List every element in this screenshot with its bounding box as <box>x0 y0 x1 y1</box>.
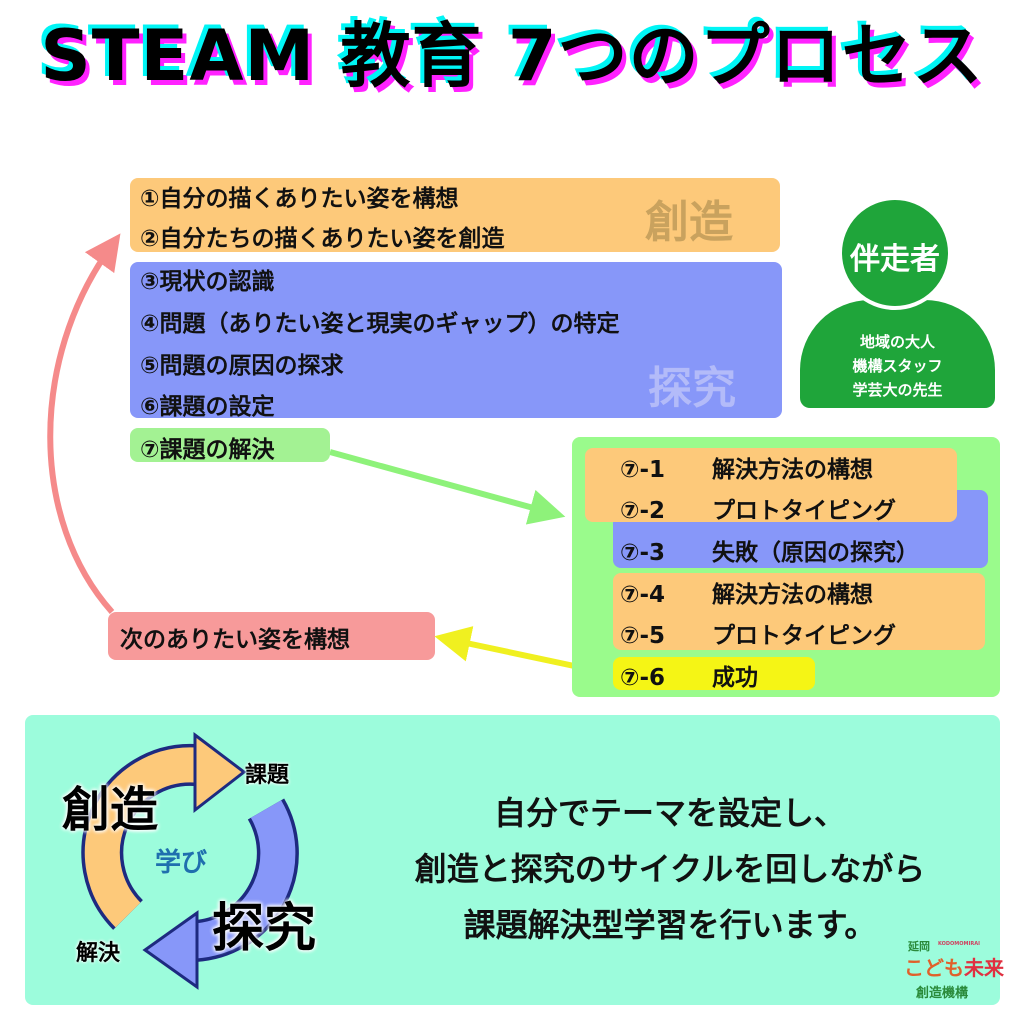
explore-line: ③現状の認識 <box>140 269 275 295</box>
cycle-task: 課題 <box>245 763 290 788</box>
explore-watermark: 探究 <box>648 363 736 414</box>
solve-label-box <box>130 428 330 462</box>
summary-line: 自分でテーマを設定し、 <box>493 794 846 832</box>
create-watermark: 創造 <box>645 197 733 248</box>
arrow-solve-to-steps <box>329 449 566 525</box>
cycle-solve: 解決 <box>76 941 121 966</box>
logo-bottom: 創造機構 <box>916 986 969 1001</box>
summary-line: 課題解決型学習を行います。 <box>463 906 877 944</box>
cycle-learn: 学び <box>155 848 208 878</box>
logo-main2: 未来 <box>964 956 1004 980</box>
person-body-icon <box>800 300 995 408</box>
member: 機構スタッフ <box>852 357 943 375</box>
cycle-explore: 探究 <box>212 899 317 959</box>
person-head-icon <box>838 196 952 310</box>
logo-main: こども未来 <box>904 952 1004 981</box>
logo-sub: KODOMOMIRAI <box>938 941 980 947</box>
cycle-create: 創造 <box>62 782 159 838</box>
kodomo-mirai-logo: 延岡 KODOMOMIRAI こども未来 創造機構 <box>900 938 1004 1004</box>
step-block-plan2 <box>613 573 985 650</box>
member: 学芸大の先生 <box>852 381 943 399</box>
summary-line: 創造と探究のサイクルを回しながら <box>414 850 926 888</box>
explore-arrowhead-icon <box>142 910 199 990</box>
member: 地域の大人 <box>859 333 935 351</box>
summary-text: 自分でテーマを設定し、 創造と探究のサイクルを回しながら 課題解決型学習を行いま… <box>340 785 1000 953</box>
explore-line: ⑤問題の原因の探求 <box>140 353 344 379</box>
logo-main1: こども <box>904 956 964 980</box>
create-block <box>130 178 780 252</box>
create-line: ①自分の描くありたい姿を構想 <box>140 186 459 212</box>
next-vision-box <box>108 612 435 660</box>
solve-label: ⑦課題の解決 <box>140 437 275 463</box>
next-vision-label: 次のありたい姿を構想 <box>120 627 350 653</box>
explore-line: ⑥課題の設定 <box>140 394 275 420</box>
logo-top: 延岡 <box>908 940 930 953</box>
step-block-success <box>613 657 815 690</box>
arrow-next-to-create <box>47 233 121 614</box>
page-title: STEAM 教育 7つのプロセス <box>40 15 984 97</box>
create-arrowhead-icon <box>193 731 247 814</box>
step-block-plan1 <box>585 448 957 522</box>
create-line: ②自分たちの描くありたい姿を創造 <box>140 226 505 252</box>
companion-title: 伴走者 <box>850 242 940 277</box>
companion-members: 地域の大人 機構スタッフ 学芸大の先生 <box>800 330 995 402</box>
explore-arc <box>193 800 296 959</box>
explore-line: ④問題（ありたい姿と現実のギャップ）の特定 <box>140 311 620 337</box>
create-arc <box>84 747 196 928</box>
explore-block <box>130 262 782 418</box>
